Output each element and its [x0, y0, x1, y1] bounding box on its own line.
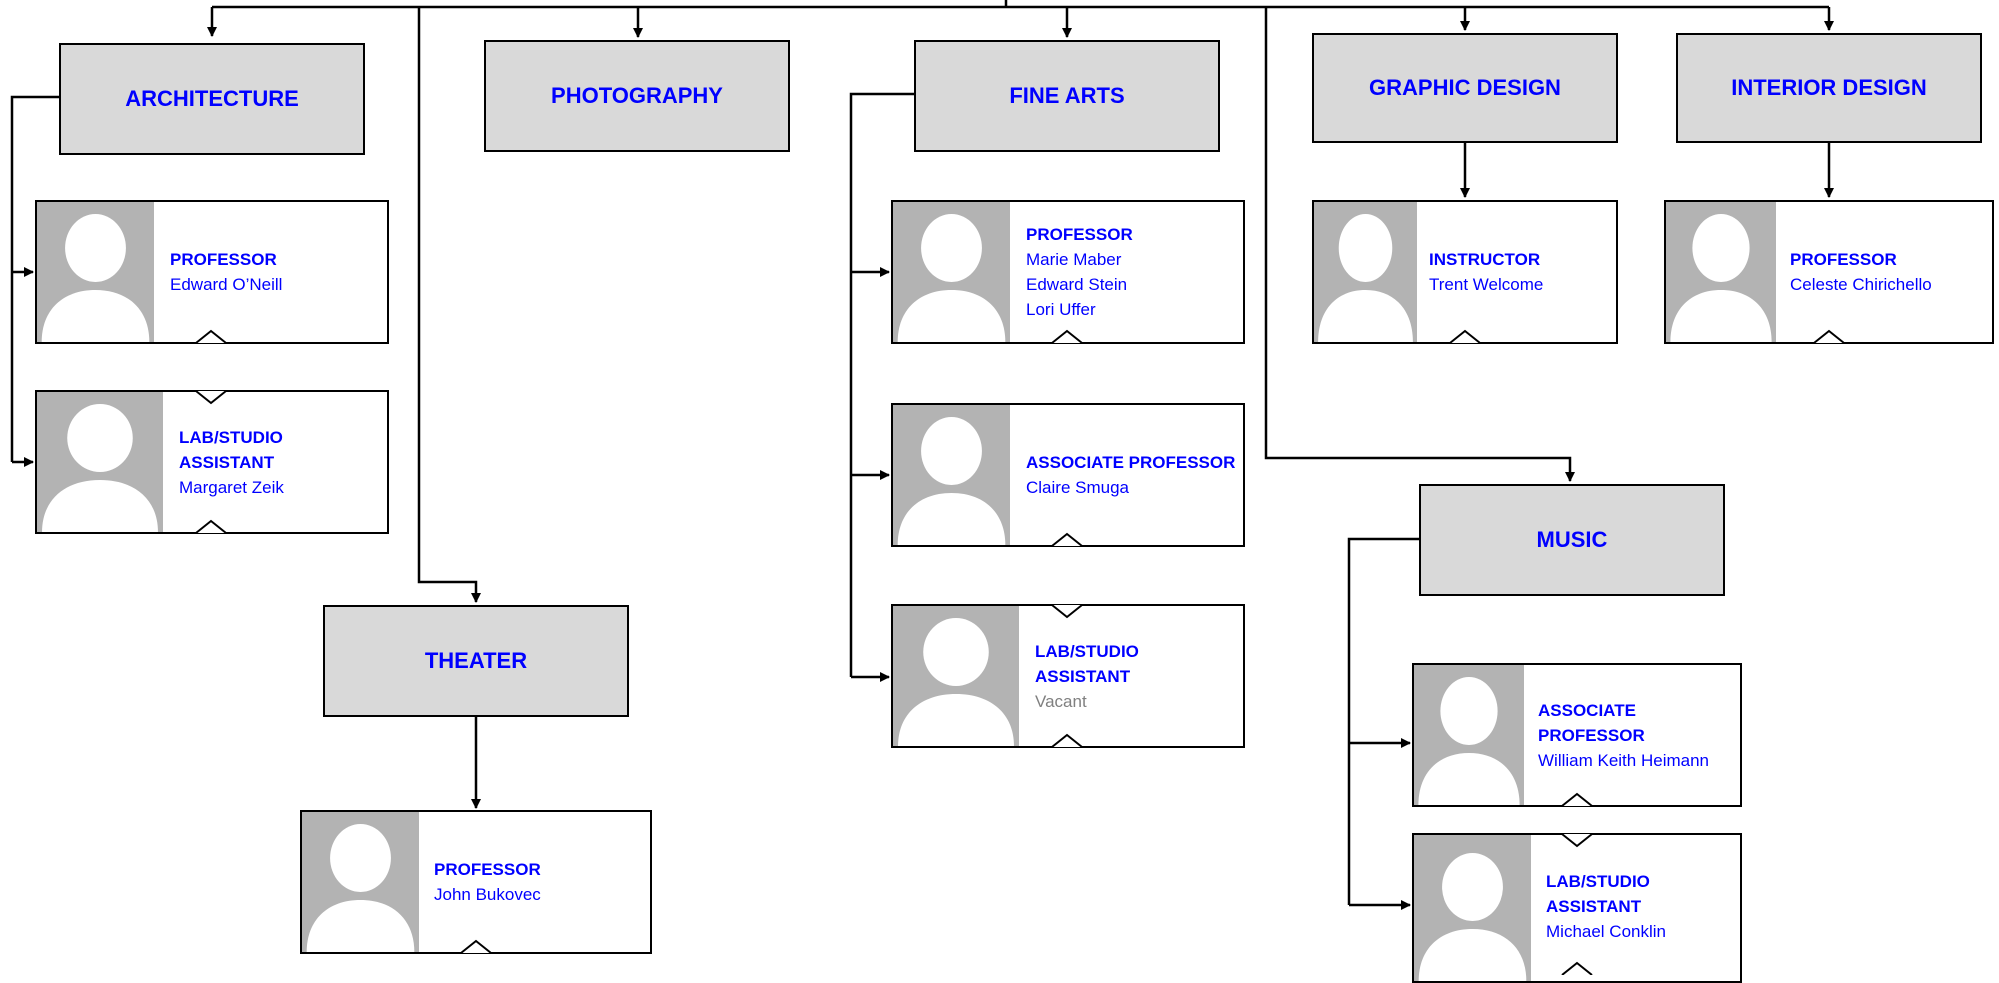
notch-marker — [1449, 329, 1481, 344]
person-card-graphic-design-instructor: INSTRUCTOR Trent Welcome — [1312, 200, 1618, 344]
person-card-theater-professor: PROFESSOR John Bukovec — [300, 810, 652, 954]
notch-marker — [1051, 604, 1083, 619]
notch-marker — [195, 329, 227, 344]
dept-title: INTERIOR DESIGN — [1731, 75, 1927, 100]
role-title: INSTRUCTOR — [1429, 250, 1541, 269]
notch-marker — [1051, 733, 1083, 748]
role-title: PROFESSOR — [434, 860, 541, 879]
person-silhouette-icon — [1318, 214, 1413, 342]
person-silhouette-icon — [1418, 677, 1520, 805]
avatar — [1414, 835, 1531, 981]
dept-theater: THEATER — [323, 605, 629, 717]
avatar — [1666, 202, 1776, 342]
person-name: Marie Maber — [1026, 250, 1122, 269]
person-card-interior-design-professor: PROFESSOR Celeste Chirichello — [1664, 200, 1994, 344]
role-title: ASSOCIATE PROFESSOR — [1538, 700, 1645, 745]
dept-interior-design: INTERIOR DESIGN — [1676, 33, 1982, 143]
person-silhouette-icon — [41, 214, 150, 342]
role-title: PROFESSOR — [1790, 250, 1897, 269]
person-name: Lori Uffer — [1026, 300, 1096, 319]
avatar — [893, 606, 1019, 746]
avatar — [37, 202, 154, 342]
dept-title: ARCHITECTURE — [125, 86, 299, 111]
person-silhouette-icon — [897, 417, 1006, 545]
dept-title: GRAPHIC DESIGN — [1369, 75, 1561, 100]
person-name: Celeste Chirichello — [1790, 275, 1932, 294]
dept-title: MUSIC — [1536, 527, 1608, 552]
person-card-fine-arts-associate-professor: ASSOCIATE PROFESSOR Claire Smuga — [891, 403, 1245, 547]
person-card-architecture-professor: PROFESSOR Edward O’Neill — [35, 200, 389, 344]
dept-title: THEATER — [424, 648, 528, 673]
dept-title: FINE ARTS — [1009, 83, 1125, 108]
notch-marker — [195, 519, 227, 534]
avatar — [1314, 202, 1417, 342]
person-card-architecture-lab-assistant: LAB/STUDIO ASSISTANT Margaret Zeik — [35, 390, 389, 534]
dept-fine-arts: FINE ARTS — [914, 40, 1220, 152]
person-silhouette-icon — [42, 404, 158, 532]
person-card-fine-arts-lab-assistant: LAB/STUDIO ASSISTANT Vacant — [891, 604, 1245, 748]
person-name: Margaret Zeik — [179, 477, 284, 497]
person-silhouette-icon — [897, 214, 1006, 342]
person-name-vacant: Vacant — [1035, 691, 1087, 711]
person-card-music-lab-assistant: LAB/STUDIO ASSISTANT Michael Conklin — [1412, 833, 1742, 983]
role-title: LAB/STUDIO ASSISTANT — [1546, 872, 1650, 916]
notch-marker — [1561, 833, 1593, 848]
role-title: ASSOCIATE PROFESSOR — [1026, 453, 1236, 472]
notch-marker — [1051, 329, 1083, 344]
notch-marker — [1051, 532, 1083, 547]
person-name: William Keith Heimann — [1538, 750, 1709, 770]
avatar — [1414, 665, 1524, 805]
person-name: Edward O’Neill — [170, 275, 283, 294]
role-title: LAB/STUDIO ASSISTANT — [1035, 641, 1139, 686]
dept-architecture: ARCHITECTURE — [59, 43, 365, 155]
notch-marker — [1561, 792, 1593, 807]
person-silhouette-icon — [1670, 214, 1772, 342]
connector-music — [1264, 7, 1575, 482]
avatar — [893, 202, 1010, 342]
top-bus-line — [212, 0, 1829, 9]
dept-photography: PHOTOGRAPHY — [484, 40, 790, 152]
notch-marker — [1561, 961, 1593, 975]
person-name: Michael Conklin — [1546, 922, 1666, 941]
person-name: John Bukovec — [434, 885, 541, 904]
person-silhouette-icon — [1418, 853, 1527, 981]
role-title: PROFESSOR — [1026, 225, 1133, 244]
person-silhouette-icon — [898, 618, 1014, 746]
notch-marker — [1813, 329, 1845, 344]
person-card-fine-arts-professor: PROFESSOR Marie Maber Edward Stein Lori … — [891, 200, 1245, 344]
avatar — [37, 392, 163, 532]
role-title: PROFESSOR — [170, 250, 277, 269]
dept-title: PHOTOGRAPHY — [551, 83, 723, 108]
dept-music: MUSIC — [1419, 484, 1725, 596]
role-title: LAB/STUDIO ASSISTANT — [179, 427, 283, 472]
avatar — [302, 812, 419, 952]
person-name: Edward Stein — [1026, 275, 1128, 294]
notch-marker — [460, 939, 492, 954]
avatar — [893, 405, 1010, 545]
person-name: Trent Welcome — [1429, 275, 1544, 294]
person-name: Claire Smuga — [1026, 478, 1129, 497]
notch-marker — [195, 390, 227, 405]
person-silhouette-icon — [306, 824, 415, 952]
dept-graphic-design: GRAPHIC DESIGN — [1312, 33, 1618, 143]
connector-theater — [417, 7, 481, 603]
